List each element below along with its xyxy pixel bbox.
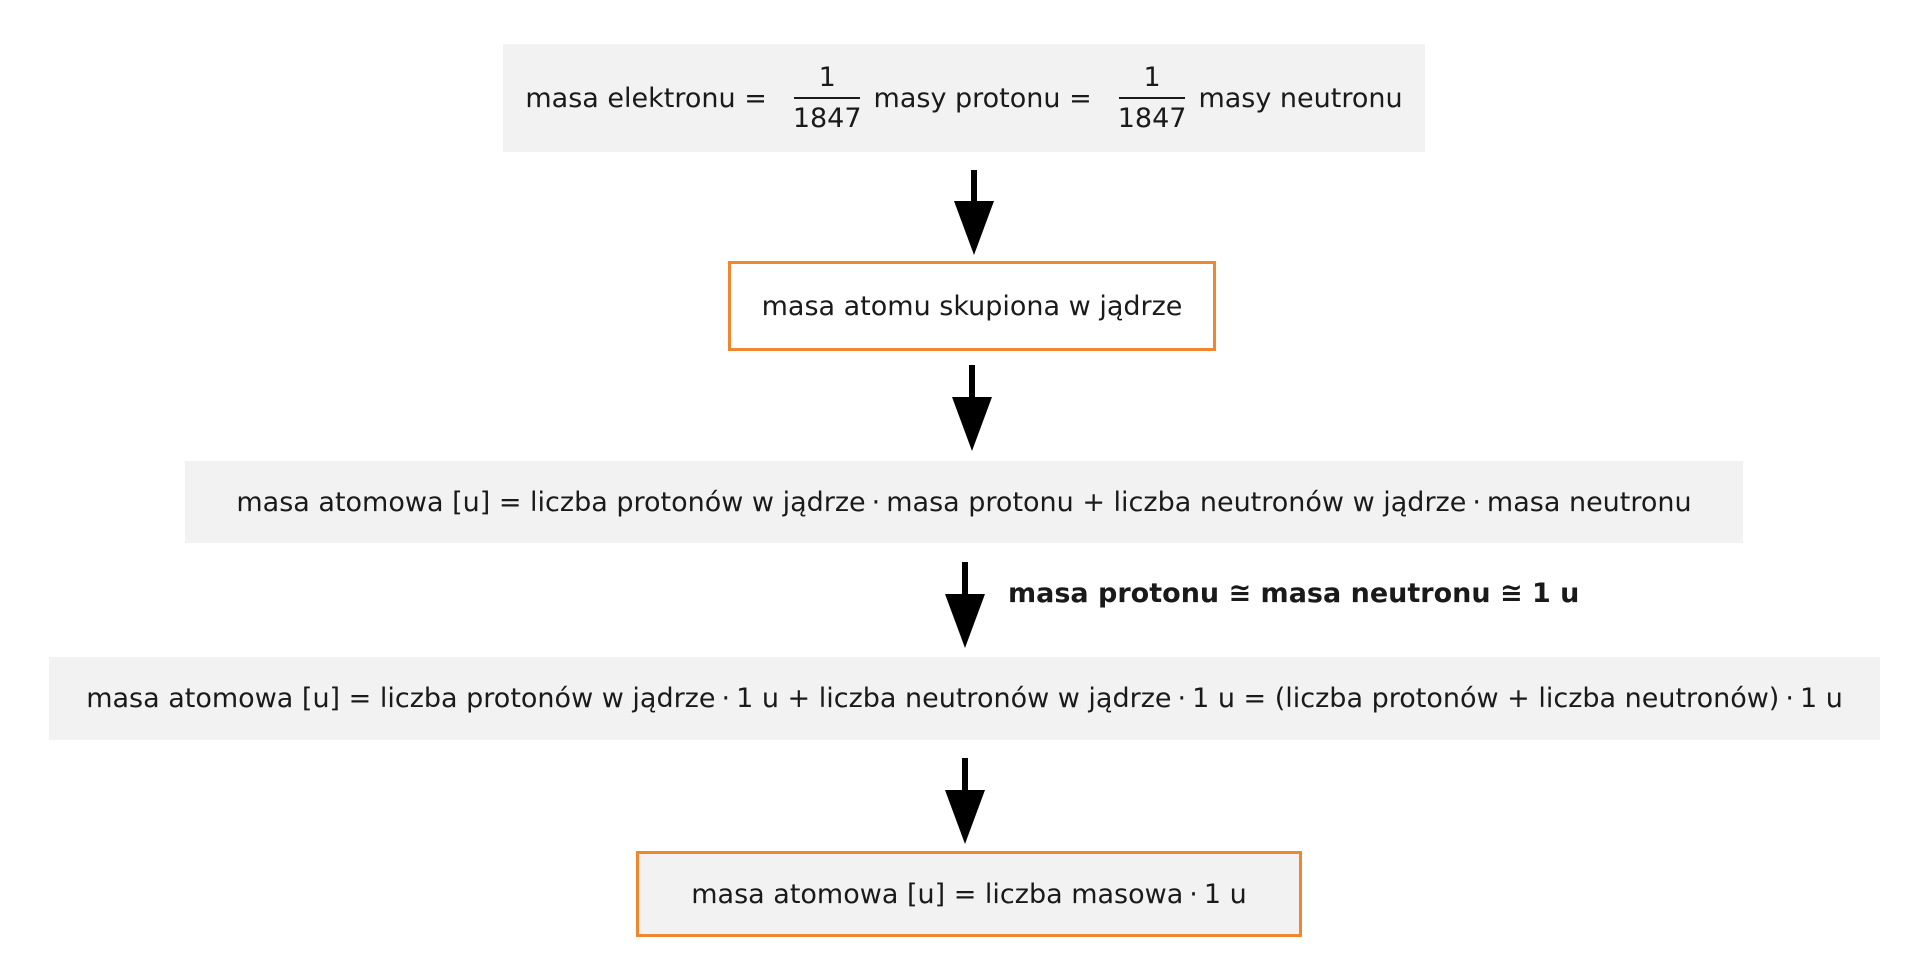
fraction-1: 1 1847 [793,64,862,132]
multiplication-dot: · [1472,486,1481,518]
simplified-formula-box: masa atomowa [u] = liczba protonów w jąd… [49,657,1880,740]
fraction-2-bar [1119,97,1186,99]
fraction-1-bar [794,97,861,99]
arrow-4-head [945,790,985,844]
neutron-mass-label: masy neutronu [1198,82,1403,114]
atomic-mass-formula-box: masa atomowa [u] = liczba protonów w jąd… [185,461,1743,543]
down-arrow-1 [954,170,994,255]
down-arrow-4 [945,758,985,844]
mass-in-nucleus-text: masa atomu skupiona w jądrze [761,290,1183,322]
fraction-1-denominator: 1847 [792,103,862,134]
simplified-formula-part-2: 1 u + liczba neutronów w jądrze [736,683,1172,714]
multiplication-dot: · [871,486,881,518]
simplified-formula-part-3: 1 u = (liczba protonów + liczba neutronó… [1192,683,1780,714]
fraction-2: 1 1847 [1118,64,1187,132]
arrow-3-head [945,594,985,648]
arrow-4-shaft [962,758,968,798]
electron-mass-label: masa elektronu = [525,82,767,114]
arrow-1-head [954,201,994,255]
atomic-mass-formula-part-1: masa atomowa [u] = liczba protonów w jąd… [236,486,866,518]
atomic-mass-formula-part-2: masa protonu + liczba neutronów w jądrze [886,486,1467,518]
arrow-3-shaft [962,562,968,602]
final-formula-part-1: masa atomowa [u] = liczba masowa [691,878,1184,910]
arrow-2-shaft [969,365,975,405]
multiplication-dot: · [721,683,731,714]
arrow-1-shaft [971,170,977,210]
down-arrow-2 [952,365,992,451]
multiplication-dot: · [1785,683,1794,714]
proton-mass-label: masy protonu = [873,82,1092,114]
approximation-label: masa protonu ≅ masa neutronu ≅ 1 u [1008,578,1580,609]
mass-in-nucleus-box: masa atomu skupiona w jądrze [728,261,1216,351]
multiplication-dot: · [1177,683,1187,714]
simplified-formula-part-1: masa atomowa [u] = liczba protonów w jąd… [86,683,716,714]
fraction-2-numerator: 1 [1143,62,1161,93]
final-formula-part-2: 1 u [1203,878,1247,910]
simplified-formula-part-4: 1 u [1799,683,1843,714]
atomic-mass-formula-part-3: masa neutronu [1486,486,1692,518]
fraction-2-denominator: 1847 [1117,103,1187,134]
multiplication-dot: · [1189,878,1198,910]
electron-mass-formula-box: masa elektronu = 1 1847 masy protonu = 1… [503,44,1425,152]
fraction-1-numerator: 1 [818,62,836,93]
final-formula-box: masa atomowa [u] = liczba masowa · 1 u [636,851,1302,937]
down-arrow-3 [945,562,985,648]
arrow-2-head [952,397,992,451]
